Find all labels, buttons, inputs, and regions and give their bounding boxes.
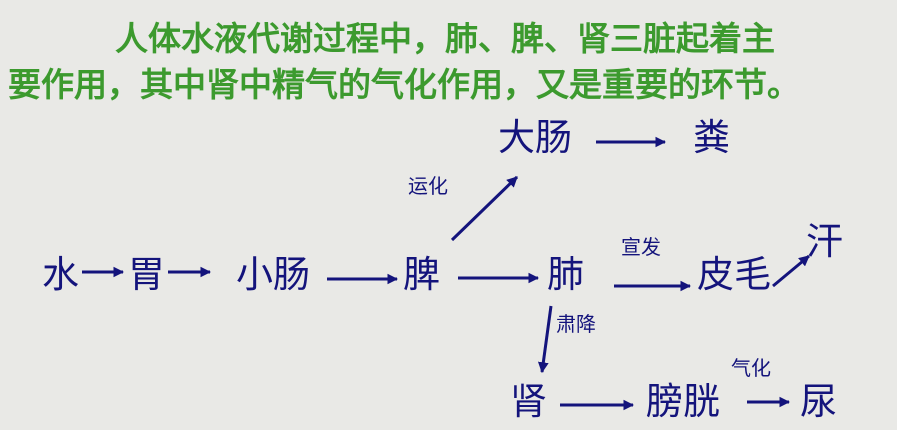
node-lung: 肺 xyxy=(547,253,584,296)
node-spleen: 脾 xyxy=(403,253,440,296)
node-small-intestine: 小肠 xyxy=(236,253,310,296)
node-skin-hair: 皮毛 xyxy=(697,253,771,296)
node-sweat: 汗 xyxy=(806,220,843,263)
node-feces: 粪 xyxy=(693,116,730,159)
node-stomach: 胃 xyxy=(128,253,165,296)
arrow-skin-hair-sweat xyxy=(772,254,810,288)
intro-text: 人体水液代谢过程中，肺、脾、肾三脏起着主 要作用，其中肾中精气的气化作用，又是重… xyxy=(8,16,893,108)
node-urine: 尿 xyxy=(800,380,837,423)
intro-line-1: 人体水液代谢过程中，肺、脾、肾三脏起着主 xyxy=(115,19,775,58)
label-qi-transform: 气化 xyxy=(731,356,771,380)
node-kidney: 肾 xyxy=(510,380,547,423)
label-disperse: 宣发 xyxy=(621,235,661,259)
arrow-spleen-large-intestine xyxy=(450,175,519,242)
node-water: 水 xyxy=(42,253,79,296)
node-large-intestine: 大肠 xyxy=(498,116,572,159)
label-transport: 运化 xyxy=(408,174,448,198)
intro-line-2: 要作用，其中肾中精气的气化作用，又是重要的环节。 xyxy=(8,65,800,104)
node-bladder: 膀胱 xyxy=(646,380,720,423)
label-descend: 肃降 xyxy=(556,312,596,336)
arrow-lung-kidney xyxy=(537,305,553,374)
